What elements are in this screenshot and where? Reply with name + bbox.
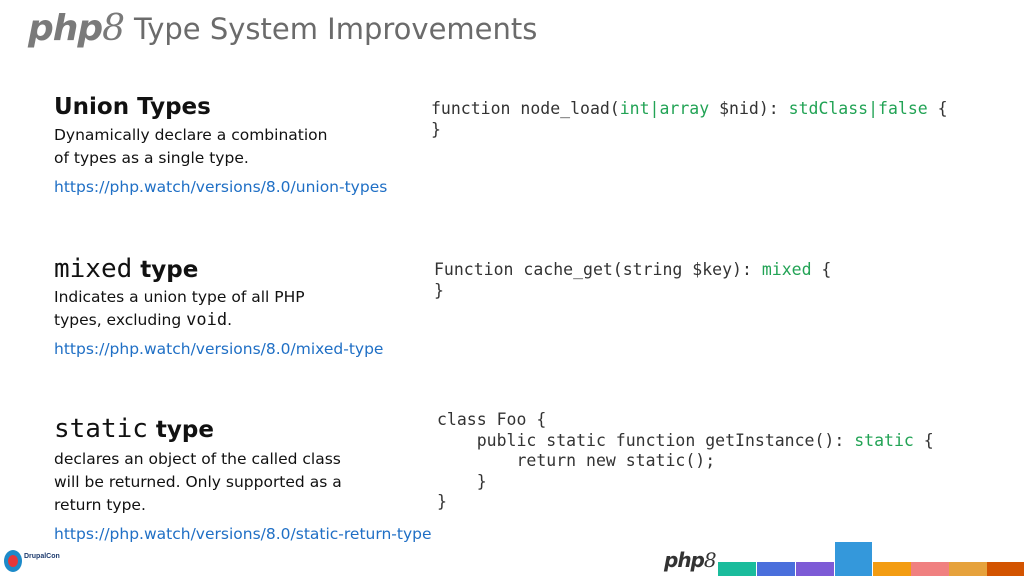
footer-color-bar — [911, 562, 949, 576]
code-union-types: function node_load(int|array $nid): stdC… — [431, 99, 948, 139]
section-title-static-type: static type — [54, 414, 214, 444]
link-mixed-type[interactable]: https://php.watch/versions/8.0/mixed-typ… — [54, 340, 384, 358]
footer-php8-logo: php8 — [664, 548, 717, 572]
php8-logo: php8 — [28, 8, 125, 49]
section-desc-union-types: Dynamically declare a combination of typ… — [54, 126, 328, 167]
footer-color-bar — [835, 542, 872, 576]
footer-color-bar — [757, 562, 795, 576]
link-union-types[interactable]: https://php.watch/versions/8.0/union-typ… — [54, 178, 388, 196]
section-desc-static-type: declares an object of the called class w… — [54, 450, 342, 514]
code-static-type: class Foo { public static function getIn… — [437, 410, 934, 511]
footer-color-bar — [987, 562, 1024, 576]
section-title-mixed-type: mixed type — [54, 254, 199, 284]
footer-color-bar — [949, 562, 987, 576]
footer-color-bar — [796, 562, 834, 576]
section-desc-mixed-type: Indicates a union type of all PHP types,… — [54, 288, 305, 330]
code-mixed-type: Function cache_get(string $key): mixed {… — [434, 260, 832, 300]
page-title: Type System Improvements — [134, 12, 538, 46]
link-static-type[interactable]: https://php.watch/versions/8.0/static-re… — [54, 525, 432, 543]
section-title-union-types: Union Types — [54, 94, 211, 120]
footer-color-bar — [873, 562, 911, 576]
drupalcon-logo: DrupalCon — [4, 548, 60, 574]
footer-color-bar — [718, 562, 756, 576]
